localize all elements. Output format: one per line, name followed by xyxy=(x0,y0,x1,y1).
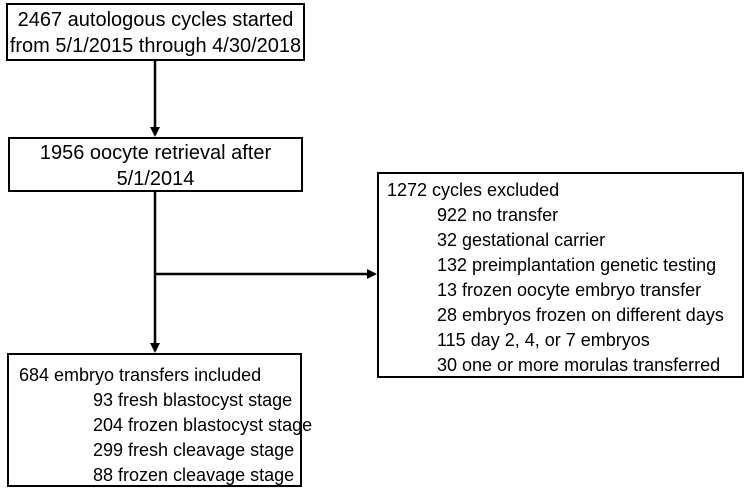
retrieval-box: 1956 oocyte retrieval after 5/1/2014 xyxy=(8,137,303,192)
included-box-title: 684 embryo transfers included xyxy=(19,365,262,385)
excluded-item: 28 embryos frozen on different days xyxy=(437,305,724,325)
start-box-line1: 2467 autologous cycles started xyxy=(17,9,294,31)
excluded-item: 922 no transfer xyxy=(437,205,559,225)
included-item: 88 frozen cleavage stage xyxy=(93,465,295,485)
included-item: 299 fresh cleavage stage xyxy=(93,440,295,460)
excluded-item: 32 gestational carrier xyxy=(437,230,606,250)
excluded-item: 13 frozen oocyte embryo transfer xyxy=(437,280,702,300)
excluded-item: 132 preimplantation genetic testing xyxy=(437,255,717,275)
retrieval-box-line2: 5/1/2014 xyxy=(116,168,195,190)
excluded-item: 115 day 2, 4, or 7 embryos xyxy=(437,330,650,350)
excluded-item: 30 one or more morulas transferred xyxy=(437,355,721,375)
start-box: 2467 autologous cycles started from 5/1/… xyxy=(6,3,305,61)
excluded-box: 1272 cycles excluded 922 no transfer 32 … xyxy=(377,172,744,378)
excluded-box-title: 1272 cycles excluded xyxy=(387,180,560,200)
included-item: 204 frozen blastocyst stage xyxy=(93,415,313,435)
included-box: 684 embryo transfers included 93 fresh b… xyxy=(7,353,313,487)
start-box-line2: from 5/1/2015 through 4/30/2018 xyxy=(9,35,302,57)
included-item: 93 fresh blastocyst stage xyxy=(93,390,293,410)
retrieval-box-line1: 1956 oocyte retrieval after xyxy=(39,142,272,164)
